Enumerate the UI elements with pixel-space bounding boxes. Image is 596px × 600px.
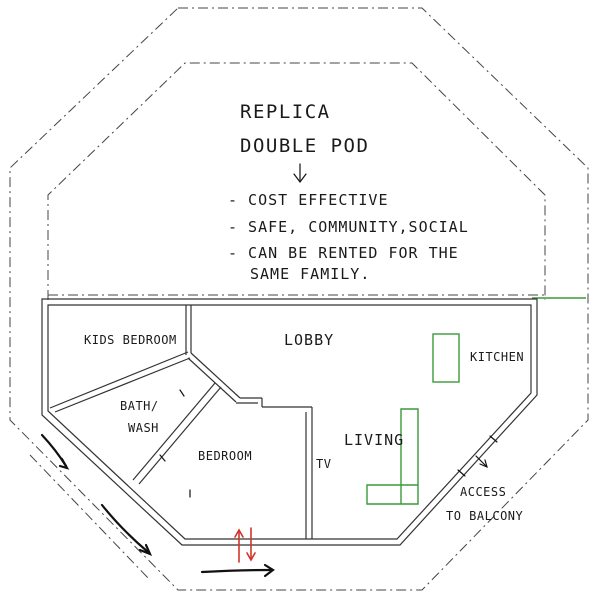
movement-arrows [40, 433, 488, 578]
label-access-line-1: ACCESS [460, 485, 506, 499]
title-down-arrow [293, 163, 307, 183]
title-line-2: DOUBLE POD [240, 135, 369, 157]
note-bullet-3b: SAME FAMILY. [250, 265, 370, 283]
inner-octagon-boundary [47, 62, 546, 300]
label-living: LIVING [344, 431, 404, 449]
label-bath-line-2: WASH [128, 421, 159, 435]
label-kitchen: KITCHEN [470, 350, 524, 364]
floor-plan-inner-wall [47, 304, 532, 540]
lower-left-dash [29, 454, 151, 581]
note-bullet-1: - COST EFFECTIVE [228, 191, 389, 209]
title-line-1: REPLICA [240, 101, 331, 123]
label-bedroom: BEDROOM [198, 449, 252, 463]
interior-walls [49, 305, 498, 539]
living-sofa [366, 408, 419, 505]
label-kids-bedroom: KIDS BEDROOM [84, 333, 177, 347]
kitchen-counter [432, 333, 460, 383]
label-tv: TV [316, 457, 331, 471]
note-bullet-2: - SAFE, COMMUNITY,SOCIAL [228, 218, 469, 236]
label-access-line-2: TO BALCONY [446, 509, 524, 523]
outer-octagon-boundary [9, 7, 589, 591]
floor-plan-outer-wall [41, 298, 538, 546]
note-bullet-3a: - CAN BE RENTED FOR THE [228, 244, 459, 262]
entry-arrows [234, 527, 256, 563]
label-bath-line-1: BATH/ [120, 399, 159, 413]
label-lobby: LOBBY [284, 331, 334, 349]
